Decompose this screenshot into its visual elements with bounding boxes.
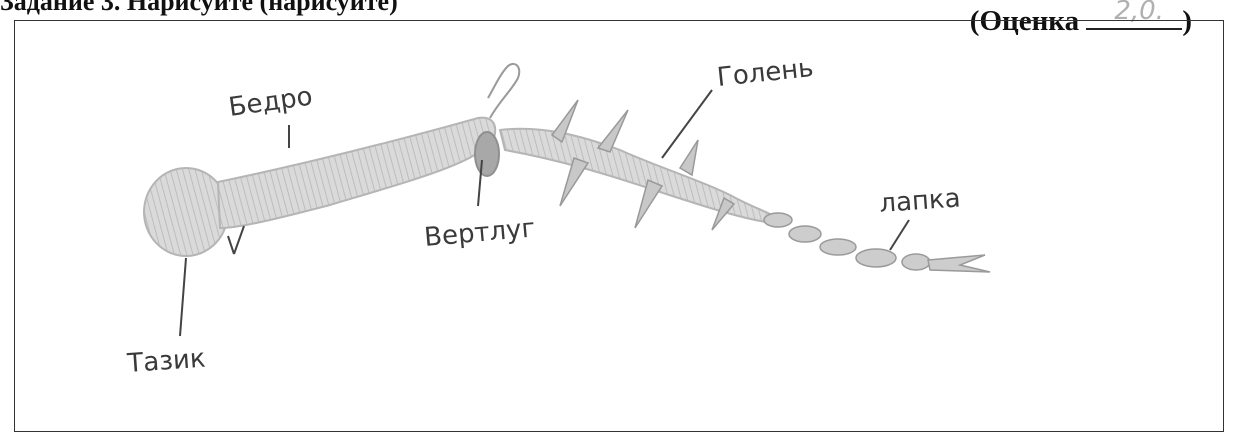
trochanter-hook bbox=[488, 64, 519, 118]
tarsus-shape bbox=[764, 213, 990, 272]
label-coxa: Тазик bbox=[125, 344, 206, 379]
label-tarsus: лапка bbox=[878, 183, 961, 219]
label-femur: Бедро bbox=[227, 82, 315, 123]
label-tibia: Голень bbox=[716, 53, 815, 93]
trochanter-shape bbox=[475, 132, 499, 176]
label-trochanter: Вертлуг bbox=[423, 213, 536, 253]
coxa-shape bbox=[144, 168, 228, 256]
femur-shape bbox=[218, 118, 495, 228]
